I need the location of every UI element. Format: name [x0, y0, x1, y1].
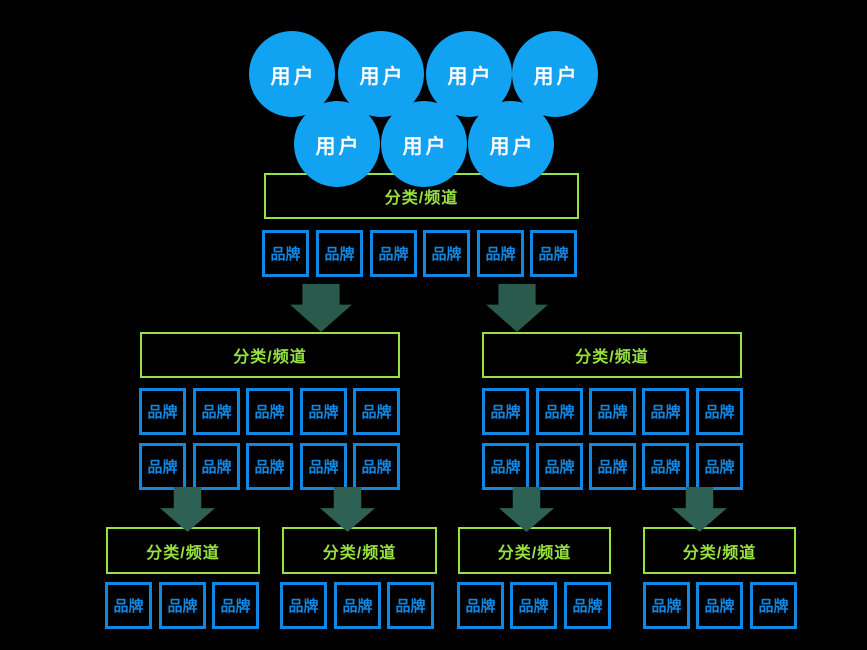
user-circle-2: 用户	[338, 31, 424, 117]
level3-s3-brand-box-1: 品牌	[457, 582, 504, 629]
down-arrow-right	[486, 284, 548, 332]
level1-brand-box-3: 品牌	[370, 230, 417, 277]
level3-s2-brand-box-3: 品牌	[387, 582, 434, 629]
level1-brand-box-5: 品牌	[477, 230, 524, 277]
down-arrow-1	[160, 487, 215, 532]
user-circle-6: 用户	[381, 101, 467, 187]
level3-category-box-2: 分类/频道	[282, 527, 437, 574]
level2-right-brand-box-3: 品牌	[589, 388, 636, 435]
level2-right-brand-box-8: 品牌	[589, 443, 636, 490]
level3-s1-brand-box-3: 品牌	[212, 582, 259, 629]
level2-right-category-box: 分类/频道	[482, 332, 742, 378]
level2-left-brand-box-2: 品牌	[193, 388, 240, 435]
level2-right-brand-box-6: 品牌	[482, 443, 529, 490]
level2-left-brand-box-10: 品牌	[353, 443, 400, 490]
level2-right-brand-box-5: 品牌	[696, 388, 743, 435]
down-arrow-left	[290, 284, 352, 332]
level1-brand-box-1: 品牌	[262, 230, 309, 277]
level2-left-category-box: 分类/频道	[140, 332, 400, 378]
level3-category-box-1: 分类/频道	[106, 527, 260, 574]
down-arrow-3	[499, 487, 554, 532]
level2-left-brand-box-1: 品牌	[139, 388, 186, 435]
user-circle-1: 用户	[249, 31, 335, 117]
level2-right-brand-box-4: 品牌	[642, 388, 689, 435]
level3-s4-brand-box-2: 品牌	[696, 582, 743, 629]
level2-right-brand-box-2: 品牌	[536, 388, 583, 435]
level2-left-brand-box-5: 品牌	[353, 388, 400, 435]
level2-right-brand-box-9: 品牌	[642, 443, 689, 490]
level2-right-brand-box-10: 品牌	[696, 443, 743, 490]
down-arrow-2	[320, 487, 375, 532]
level3-s1-brand-box-2: 品牌	[159, 582, 206, 629]
level2-left-brand-box-4: 品牌	[300, 388, 347, 435]
level2-left-brand-box-3: 品牌	[246, 388, 293, 435]
level2-left-brand-box-8: 品牌	[246, 443, 293, 490]
level2-right-brand-box-7: 品牌	[536, 443, 583, 490]
level3-s2-brand-box-1: 品牌	[280, 582, 327, 629]
user-circle-7: 用户	[468, 101, 554, 187]
level3-category-box-3: 分类/频道	[458, 527, 611, 574]
level1-brand-box-4: 品牌	[423, 230, 470, 277]
user-circle-5: 用户	[294, 101, 380, 187]
level3-s2-brand-box-2: 品牌	[334, 582, 381, 629]
level3-s3-brand-box-2: 品牌	[510, 582, 557, 629]
level2-left-brand-box-9: 品牌	[300, 443, 347, 490]
level1-brand-box-6: 品牌	[530, 230, 577, 277]
level2-left-brand-box-7: 品牌	[193, 443, 240, 490]
level3-s4-brand-box-3: 品牌	[750, 582, 797, 629]
level1-brand-box-2: 品牌	[316, 230, 363, 277]
level2-left-brand-box-6: 品牌	[139, 443, 186, 490]
level3-category-box-4: 分类/频道	[643, 527, 796, 574]
down-arrow-4	[672, 487, 727, 532]
level3-s4-brand-box-1: 品牌	[643, 582, 690, 629]
level2-right-brand-box-1: 品牌	[482, 388, 529, 435]
level3-s1-brand-box-1: 品牌	[105, 582, 152, 629]
level3-s3-brand-box-3: 品牌	[564, 582, 611, 629]
user-circle-4: 用户	[512, 31, 598, 117]
